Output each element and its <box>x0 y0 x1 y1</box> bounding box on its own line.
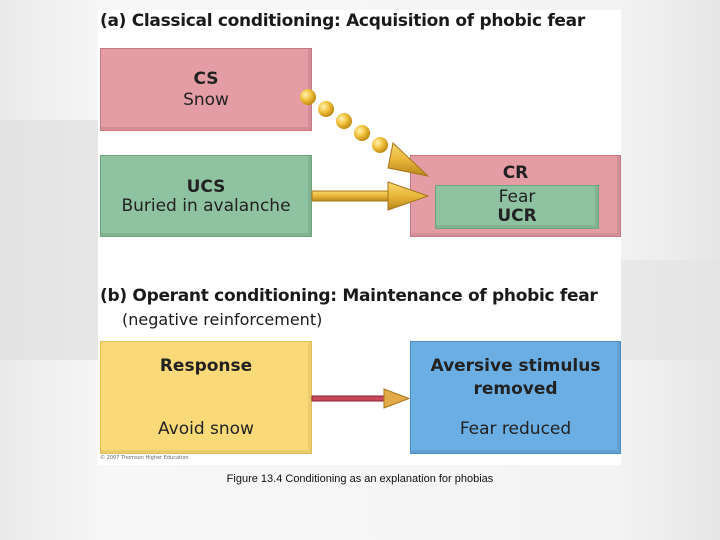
copyright-text: © 2007 Thomson Higher Education <box>100 455 189 461</box>
aversive-text: Fear reduced <box>459 419 572 439</box>
figure-caption: Figure 13.4 Conditioning as an explanati… <box>226 473 494 485</box>
cr-box: CR Fear UCR <box>410 155 621 237</box>
solid-arrow-ucs-to-cr <box>311 181 430 211</box>
cr-title: CR <box>502 163 529 183</box>
solid-arrowhead <box>387 181 430 211</box>
aversive-box: Aversive stimulus removed Fear reduced <box>410 341 621 454</box>
response-box: Response Avoid snow <box>100 341 312 454</box>
ucr-inner-box: Fear UCR <box>435 185 599 229</box>
ucs-box: UCS Buried in avalanche <box>100 155 312 237</box>
cr-fear-text: Fear <box>498 187 536 207</box>
arrow-response-to-aversive <box>311 388 411 409</box>
cs-box: CS Snow <box>100 48 312 131</box>
cs-text: Snow <box>183 90 229 110</box>
dot-2 <box>318 101 334 117</box>
dot-5 <box>372 137 388 153</box>
ucs-title: UCS <box>186 177 226 197</box>
dot-4 <box>354 125 370 141</box>
dotted-arrowhead <box>387 142 430 177</box>
section-b-subheading: (negative reinforcement) <box>122 310 323 329</box>
dotted-arrow-cs-to-cr <box>300 89 430 177</box>
section-a-heading: (a) Classical conditioning: Acquisition … <box>100 11 585 31</box>
ucr-title: UCR <box>497 206 537 226</box>
aversive-title-line2: removed <box>473 379 558 399</box>
response-title: Response <box>159 356 253 376</box>
section-b-heading: (b) Operant conditioning: Maintenance of… <box>100 286 598 306</box>
response-arrowhead <box>383 388 411 409</box>
response-text: Avoid snow <box>158 419 254 439</box>
ucs-text: Buried in avalanche <box>121 196 291 216</box>
cs-title: CS <box>193 69 219 89</box>
aversive-title-line1: Aversive stimulus <box>430 356 601 376</box>
dot-3 <box>336 113 352 129</box>
dot-1 <box>300 89 316 105</box>
